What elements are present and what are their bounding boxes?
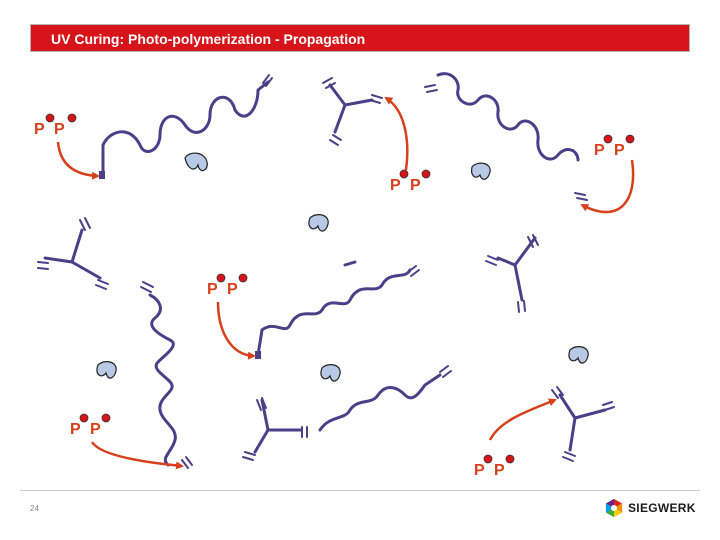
radical-pair: P P — [207, 273, 248, 298]
footer-divider — [20, 490, 700, 491]
radical-pair: P P — [594, 134, 635, 159]
title-bar: UV Curing: Photo-polymerization - Propag… — [30, 24, 690, 52]
double-bond-marker — [602, 401, 615, 411]
double-bond-marker — [256, 397, 267, 411]
branched-oligomer — [343, 98, 374, 107]
polymer-chain — [436, 72, 580, 162]
double-bond-marker — [424, 84, 438, 93]
brand-logo: SIEGWERK — [604, 498, 696, 518]
radical-pair: P P — [34, 113, 77, 138]
siegwerk-logo-icon — [605, 498, 623, 518]
branched-oligomer — [43, 228, 84, 264]
page-number: 24 — [30, 504, 39, 513]
double-bond-marker — [37, 261, 49, 270]
radical-label: P — [594, 142, 605, 159]
radical-attack-arrow — [580, 159, 635, 214]
double-bond-marker — [551, 386, 564, 399]
double-bond-marker — [369, 94, 383, 104]
photoinitiator-molecule-icon — [308, 214, 329, 232]
radical-attack-arrow — [90, 441, 184, 470]
double-bond-marker — [79, 217, 91, 231]
branched-oligomer — [573, 408, 607, 420]
radical-attack-arrow — [488, 398, 557, 441]
radical-label: P — [410, 177, 421, 194]
photoinitiator-molecule-icon — [471, 162, 491, 180]
radical-attack-arrow — [216, 301, 256, 360]
double-bond-marker — [439, 365, 452, 378]
radical-label: P — [474, 462, 485, 479]
double-bond-marker — [322, 77, 336, 89]
polymer-chain — [256, 268, 412, 357]
radical-label: P — [390, 177, 401, 194]
double-bond-marker — [562, 451, 576, 462]
double-bond-marker — [301, 426, 308, 438]
branched-oligomer — [70, 260, 102, 280]
polymer-chain — [101, 80, 270, 177]
branched-oligomer — [558, 393, 577, 452]
polymer-chain — [148, 293, 177, 467]
radical-attack-arrow — [384, 96, 409, 171]
radical-label: P — [227, 281, 238, 298]
double-bond-marker — [181, 456, 193, 469]
double-bond-marker — [572, 149, 579, 159]
double-bond-marker — [140, 281, 154, 293]
chain-end — [99, 171, 105, 179]
radical-label: P — [54, 121, 65, 138]
polymer-chain — [318, 373, 442, 432]
double-bond-marker — [574, 192, 588, 201]
double-bond-marker — [527, 234, 539, 248]
radical-pair: P P — [390, 169, 431, 194]
double-bond-marker — [485, 255, 499, 266]
branched-oligomer — [328, 83, 347, 134]
photoinitiator-molecule-icon — [96, 361, 117, 379]
radical-label: P — [494, 462, 505, 479]
double-bond-marker — [517, 300, 526, 313]
radical-label: P — [70, 421, 81, 438]
radical-label: P — [207, 281, 218, 298]
radical-pair: P P — [70, 413, 111, 438]
brand-name: SIEGWERK — [628, 501, 696, 515]
radical-pair: P P — [474, 454, 515, 479]
double-bond-marker — [242, 451, 256, 461]
branched-oligomer — [513, 263, 524, 302]
slide-title: UV Curing: Photo-polymerization - Propag… — [51, 31, 366, 47]
double-bond-marker — [329, 134, 342, 146]
double-bond-marker — [262, 74, 273, 87]
photoinitiator-molecule-icon — [320, 364, 341, 382]
radical-label: P — [614, 142, 625, 159]
double-bond-marker — [407, 265, 420, 277]
photoinitiator-molecule-icon — [568, 346, 589, 364]
double-bond-marker — [95, 279, 109, 290]
chain-end — [255, 351, 261, 359]
photoinitiator-molecule-icon — [184, 152, 208, 172]
radical-label: P — [34, 121, 45, 138]
radical-attack-arrow — [56, 141, 100, 180]
polymer-chain — [343, 260, 357, 267]
radical-label: P — [90, 421, 101, 438]
